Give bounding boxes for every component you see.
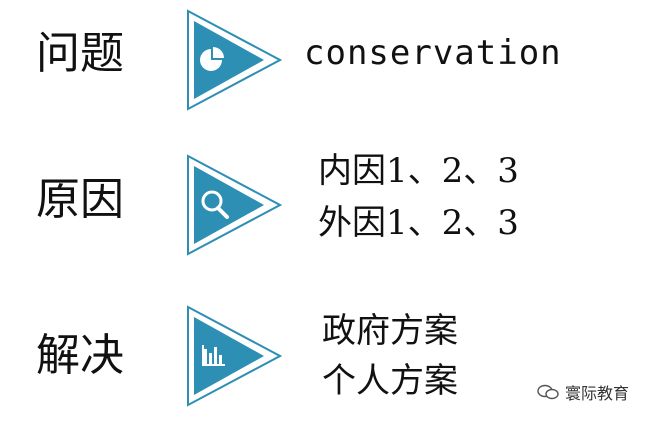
watermark-text: 寰际教育 [564, 384, 629, 403]
pie-chart-icon [200, 47, 224, 71]
row-label-problem: 问题 [36, 28, 124, 79]
wechat-icon [537, 384, 559, 400]
personal-plan-text: 个人方案 [322, 361, 458, 401]
triangle-marker-2 [187, 154, 282, 256]
triangle-marker-3 [187, 305, 282, 407]
search-icon [201, 190, 229, 219]
internal-causes-text: 内因1、2、3 [318, 151, 519, 191]
row-label-solution: 解决 [36, 330, 124, 381]
problem-text: conservation [304, 33, 562, 73]
government-plan-text: 政府方案 [322, 311, 458, 351]
triangle-marker-1 [187, 9, 282, 111]
external-causes-text: 外因1、2、3 [318, 203, 519, 243]
row-label-cause: 原因 [36, 174, 124, 225]
watermark: 寰际教育 [537, 380, 629, 404]
bar-chart-icon [202, 345, 225, 366]
